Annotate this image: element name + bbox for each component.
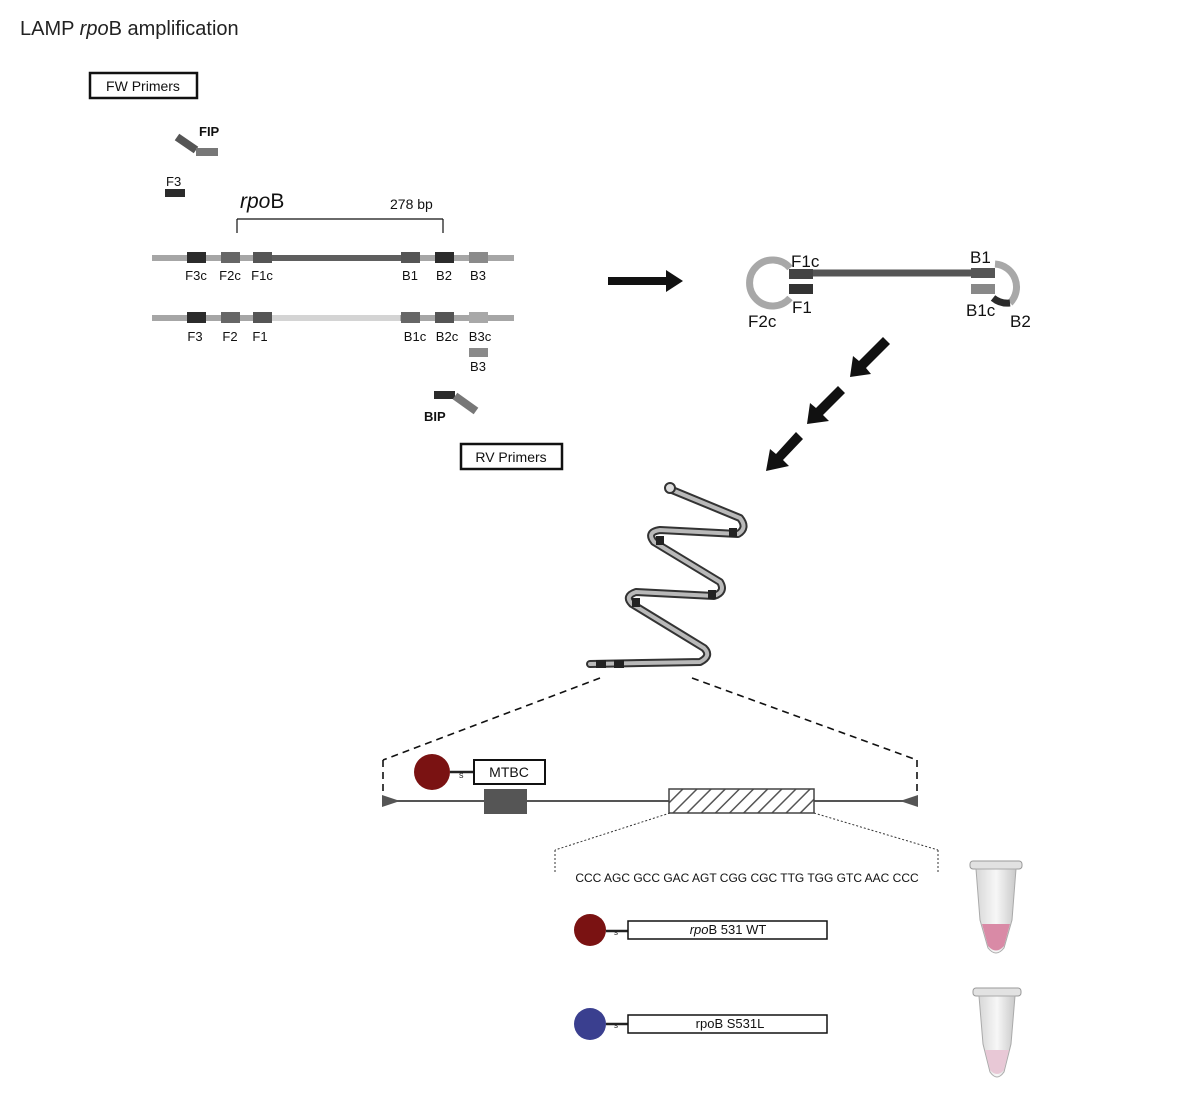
tube-mutant-icon bbox=[972, 987, 1022, 1078]
gene-name: rpoB bbox=[240, 190, 284, 213]
gene-length: 278 bp bbox=[390, 196, 433, 212]
diagonal-arrows-icon bbox=[766, 337, 890, 471]
wt-probe-tag: s bbox=[614, 928, 618, 937]
dumbbell-label-f2c: F2c bbox=[748, 312, 777, 331]
probe-sequence: CCC AGC GCC GAC AGT CGG CGC TTG TGG GTC … bbox=[575, 871, 919, 885]
label-f3: F3 bbox=[187, 329, 202, 344]
label-f1: F1 bbox=[252, 329, 267, 344]
rv-primers-box bbox=[459, 442, 564, 471]
lamp-concatemer bbox=[586, 482, 748, 668]
label-f3c: F3c bbox=[185, 268, 207, 283]
mtbc-probe-tag: s bbox=[459, 770, 464, 780]
rv-primers-label: RV Primers bbox=[475, 449, 546, 465]
label-b1: B1 bbox=[402, 268, 418, 283]
label-f1c: F1c bbox=[251, 268, 273, 283]
bip-primer bbox=[434, 391, 479, 415]
tube-mutant-liquid bbox=[985, 1050, 1009, 1074]
rpob-target-region bbox=[668, 788, 815, 814]
f3-primer-label: F3 bbox=[166, 174, 181, 189]
label-b3: B3 bbox=[470, 268, 486, 283]
dumbbell-label-f1: F1 bbox=[792, 298, 812, 317]
fw-primers-label: FW Primers bbox=[106, 78, 180, 94]
dumbbell-labels: F1c F1 F2c B1 B1c B2 bbox=[748, 248, 1031, 331]
target-dna bbox=[382, 788, 918, 814]
label-b3c: B3c bbox=[469, 329, 492, 344]
dumbbell-label-b2: B2 bbox=[1010, 312, 1031, 331]
bip-label: BIP bbox=[424, 409, 446, 424]
zoom-lines bbox=[382, 677, 918, 800]
wt-probe: s rpoB 531 WT bbox=[574, 914, 828, 946]
b3-primer-label: B3 bbox=[470, 359, 486, 374]
tube-wt-liquid bbox=[982, 924, 1010, 951]
right-arrow-icon bbox=[608, 270, 683, 292]
b3-primer bbox=[469, 348, 488, 357]
dumbbell-structure bbox=[746, 256, 1021, 310]
mtbc-target-region bbox=[484, 789, 527, 814]
fip-primer bbox=[174, 133, 218, 156]
bottom-strand-labels: F3 F2 F1 B1c B2c B3c bbox=[187, 329, 491, 344]
label-b2: B2 bbox=[436, 268, 452, 283]
gene-bracket bbox=[236, 218, 444, 233]
label-f2: F2 bbox=[222, 329, 237, 344]
fip-label: FIP bbox=[199, 124, 220, 139]
top-strand bbox=[152, 252, 514, 263]
wt-probe-bead bbox=[574, 914, 606, 946]
mtbc-probe: s MTBC bbox=[414, 754, 546, 790]
dumbbell-label-b1: B1 bbox=[970, 248, 991, 267]
label-b2c: B2c bbox=[436, 329, 459, 344]
mtbc-probe-bead bbox=[414, 754, 450, 790]
page-title: LAMP rpoB amplification bbox=[20, 18, 239, 40]
dumbbell-label-f1c: F1c bbox=[791, 252, 820, 271]
top-strand-labels: F3c F2c F1c B1 B2 B3 bbox=[185, 268, 486, 283]
bottom-strand bbox=[152, 312, 514, 323]
wt-probe-label: rpoB 531 WT bbox=[690, 922, 767, 937]
mutant-probe-tag: s bbox=[614, 1021, 618, 1030]
dumbbell-label-b1c: B1c bbox=[966, 301, 996, 320]
mutant-probe-label: rpoB S531L bbox=[696, 1016, 765, 1031]
mutant-probe: s rpoB S531L bbox=[574, 1008, 828, 1040]
sequence-zoom-lines bbox=[554, 812, 939, 872]
f3-primer bbox=[165, 189, 185, 197]
mtbc-probe-label: MTBC bbox=[489, 764, 529, 780]
label-b1c: B1c bbox=[404, 329, 427, 344]
label-f2c: F2c bbox=[219, 268, 241, 283]
tube-wt-icon bbox=[969, 860, 1023, 954]
fw-primers-box bbox=[88, 71, 199, 100]
mutant-probe-bead bbox=[574, 1008, 606, 1040]
